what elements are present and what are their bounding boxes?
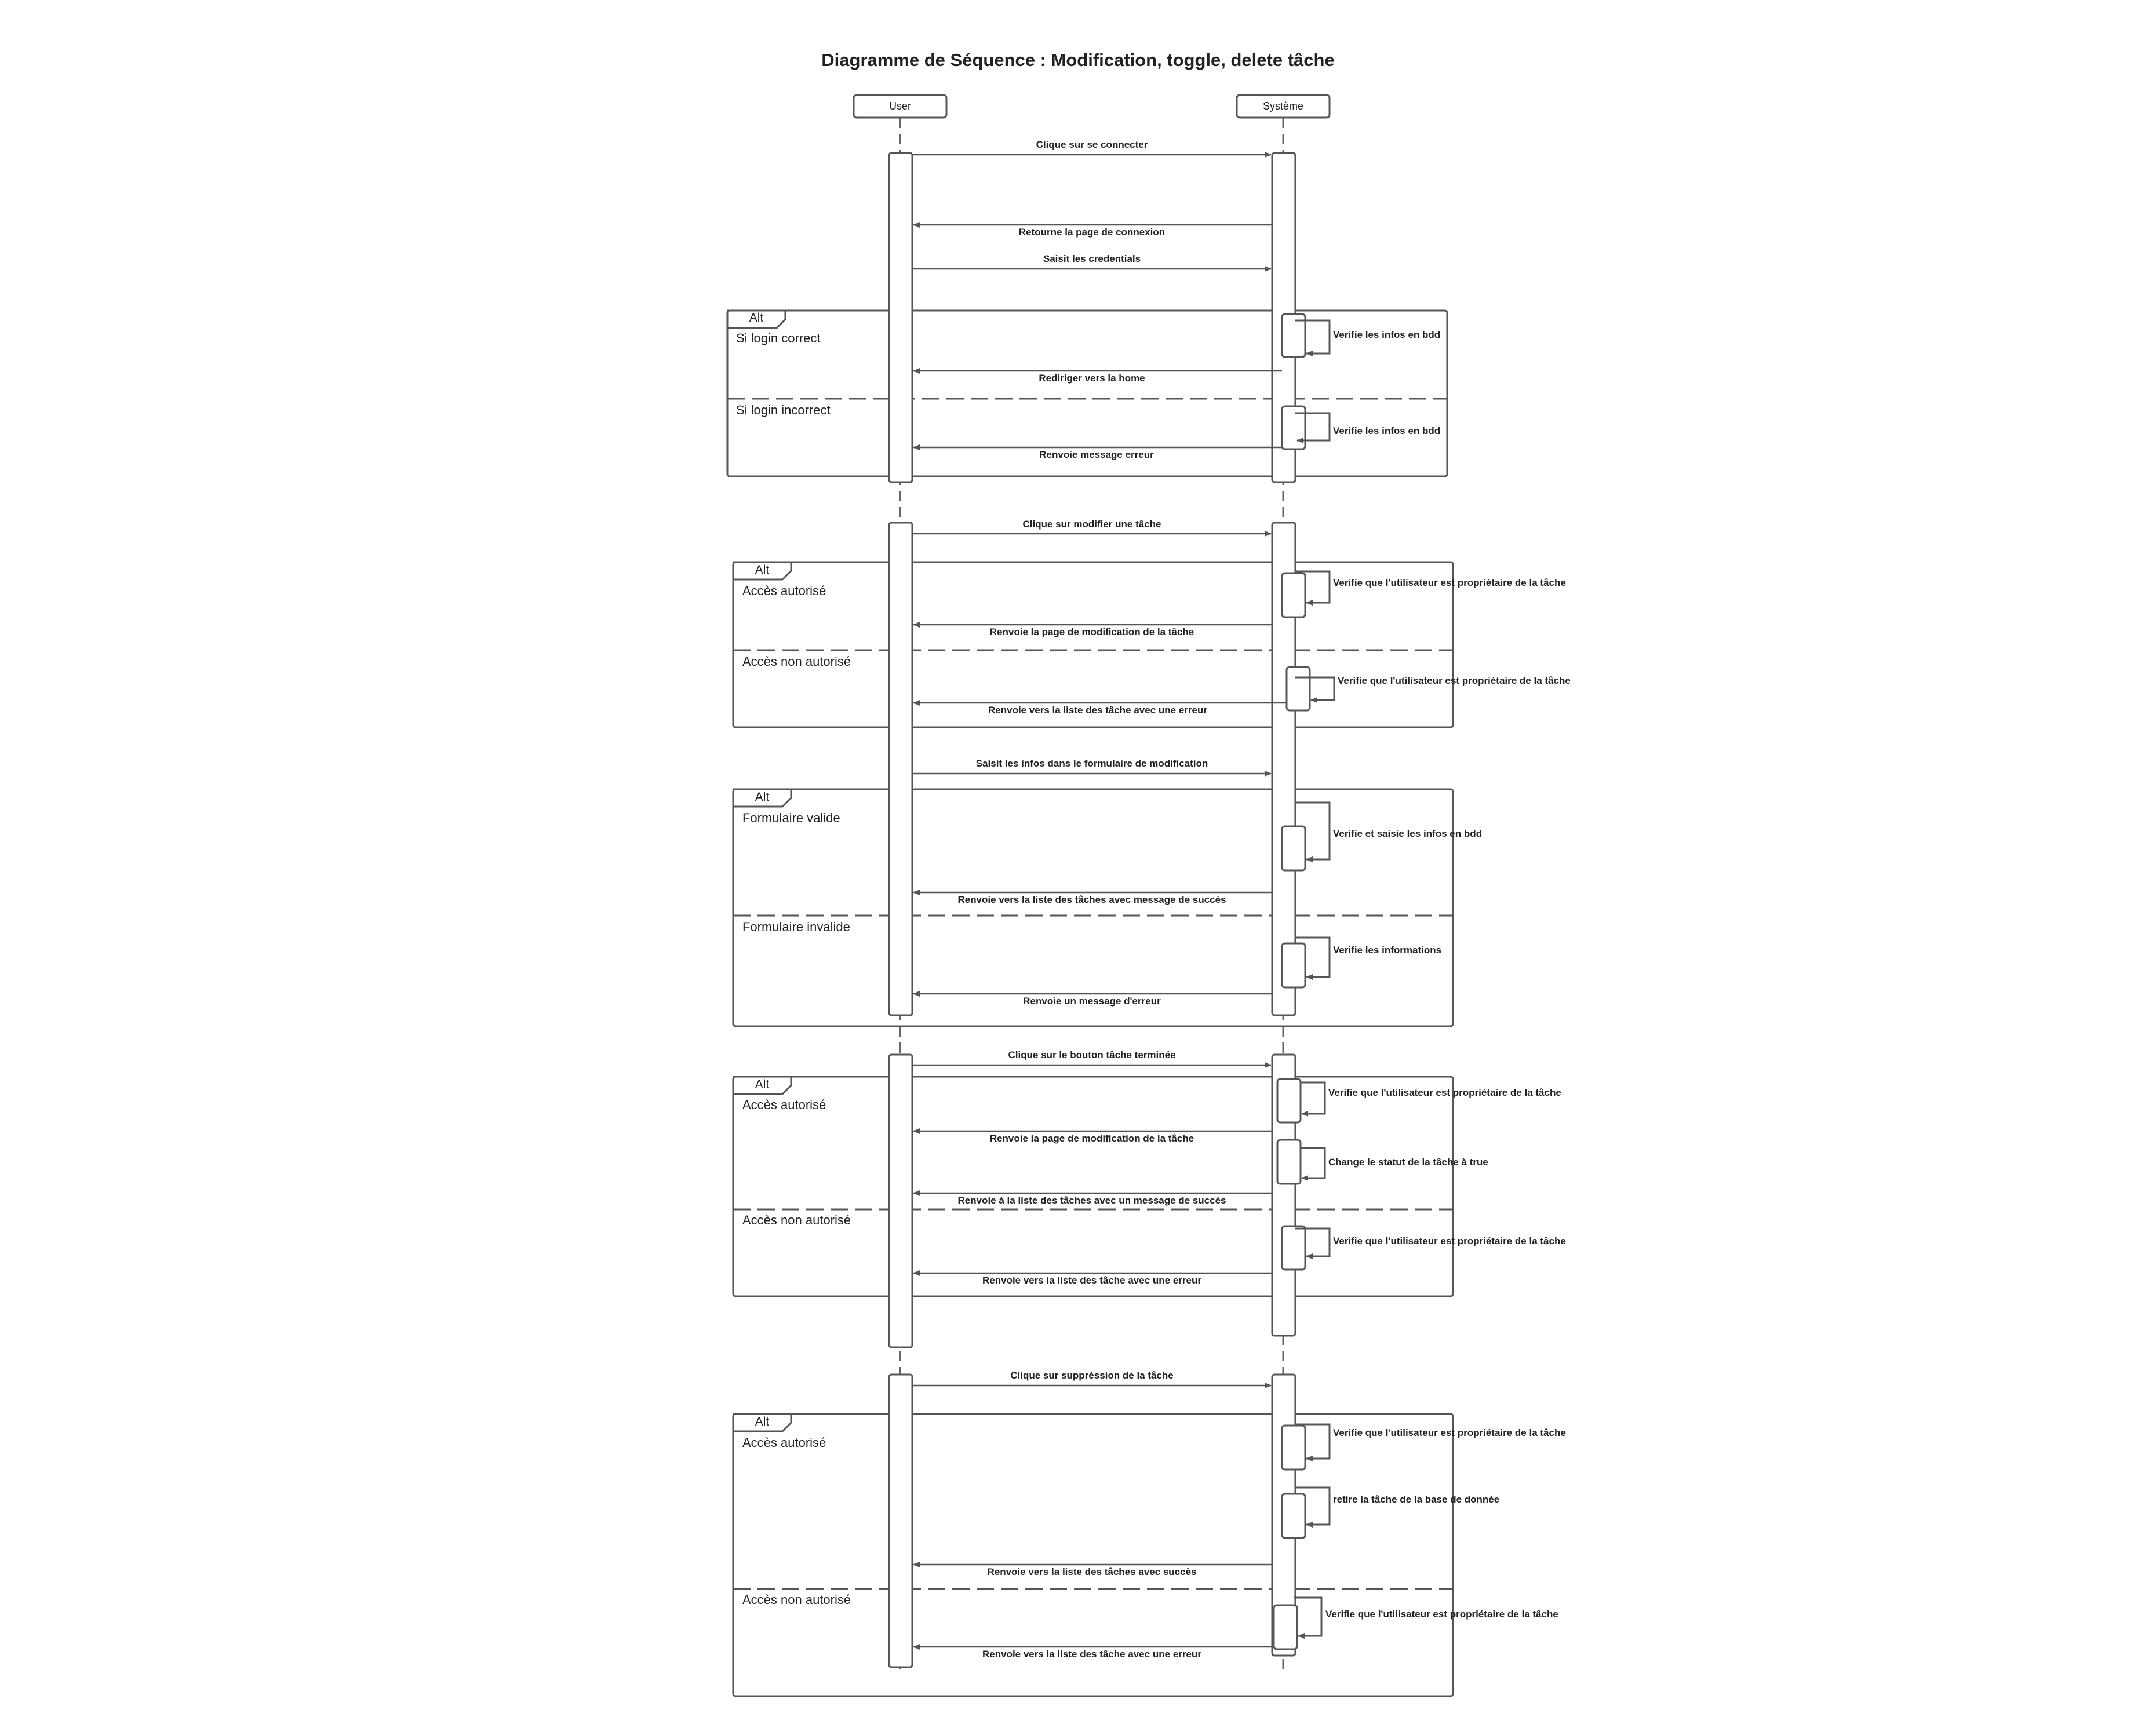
self-call-label: Verifie que l'utilisateur est propriétai… bbox=[1338, 675, 1571, 686]
self-call-label: Verifie les infos en bdd bbox=[1333, 329, 1440, 340]
alt-tag: Alt bbox=[755, 1078, 770, 1091]
alt-fragment-formulaire: Alt Formulaire valide Formulaire invalid… bbox=[732, 788, 1454, 1027]
alt-fragment-acces-modification: Alt Accès autorisé Accès non autorisé bbox=[732, 561, 1454, 728]
message-response: Renvoie vers la liste des tâche avec une… bbox=[913, 1644, 1274, 1660]
guard-acces-non-autorise: Accès non autorisé bbox=[742, 654, 851, 669]
message-response: Renvoie vers la liste des tâche avec une… bbox=[913, 1270, 1272, 1286]
message-label: Renvoie à la liste des tâches avec un me… bbox=[957, 1195, 1226, 1206]
message-label: Renvoie vers la liste des tâche avec une… bbox=[982, 1275, 1201, 1286]
message-response: Renvoie la page de modification de la tâ… bbox=[913, 622, 1272, 637]
participant-user-label: User bbox=[889, 100, 911, 112]
alt-tag: Alt bbox=[755, 563, 770, 577]
message-label: Clique sur se connecter bbox=[1036, 139, 1148, 150]
self-call bbox=[1281, 801, 1331, 872]
guard-acces-non-autorise: Accès non autorisé bbox=[742, 1592, 851, 1607]
message-response: Retourne la page de connexion bbox=[913, 222, 1272, 238]
message-label: Renvoie la page de modification de la tâ… bbox=[990, 626, 1194, 637]
message-label: Clique sur modifier une tâche bbox=[1023, 519, 1161, 530]
self-call-label: retire la tâche de la base de donnée bbox=[1333, 1494, 1499, 1505]
self-call-label: Verifie que l'utilisateur est propriétai… bbox=[1325, 1609, 1558, 1620]
message-label: Renvoie vers la liste des tâche avec une… bbox=[982, 1649, 1201, 1660]
message-request: Clique sur le bouton tâche terminée bbox=[912, 1049, 1272, 1068]
message-label: Clique sur suppréssion de la tâche bbox=[1010, 1370, 1174, 1381]
self-call bbox=[1281, 570, 1331, 618]
message-request: Clique sur se connecter bbox=[912, 139, 1272, 158]
participant-systeme: Système bbox=[1236, 94, 1331, 119]
message-request: Clique sur modifier une tâche bbox=[912, 519, 1272, 537]
self-call bbox=[1281, 313, 1331, 358]
message-label: Renvoie vers la liste des tâches avec me… bbox=[957, 894, 1226, 905]
self-call bbox=[1281, 1423, 1331, 1471]
message-response: Renvoie vers la liste des tâche avec une… bbox=[913, 700, 1287, 716]
guard-formulaire-valide: Formulaire valide bbox=[742, 811, 840, 825]
guard-acces-autorise: Accès autorisé bbox=[742, 1435, 826, 1450]
self-call-label: Verifie que l'utilisateur est propriétai… bbox=[1333, 1427, 1566, 1438]
guard-formulaire-invalide: Formulaire invalide bbox=[742, 920, 850, 934]
self-call bbox=[1285, 666, 1335, 712]
self-call-label: Change le statut de la tâche à true bbox=[1328, 1157, 1488, 1168]
user-activation-bar bbox=[888, 1053, 913, 1348]
message-label: Renvoie un message d'erreur bbox=[1023, 996, 1161, 1007]
self-call bbox=[1281, 405, 1331, 450]
message-request: Saisit les credentials bbox=[912, 253, 1272, 272]
message-response: Renvoie un message d'erreur bbox=[913, 991, 1272, 1007]
guard-acces-non-autorise: Accès non autorisé bbox=[742, 1213, 851, 1227]
systeme-activation-bar bbox=[1271, 522, 1296, 1016]
self-call-label: Verifie et saisie les infos en bdd bbox=[1333, 828, 1482, 839]
self-call bbox=[1281, 936, 1331, 989]
self-call bbox=[1276, 1139, 1326, 1185]
self-call-label: Verifie les infos en bdd bbox=[1333, 425, 1440, 436]
message-response: Renvoie à la liste des tâches avec un me… bbox=[913, 1190, 1272, 1206]
guard-acces-autorise: Accès autorisé bbox=[742, 584, 826, 598]
message-label: Saisit les infos dans le formulaire de m… bbox=[976, 758, 1208, 769]
message-response: Rediriger vers la home bbox=[913, 368, 1282, 384]
self-call bbox=[1273, 1596, 1323, 1650]
message-response: Renvoie message erreur bbox=[913, 444, 1282, 460]
message-label: Saisit les credentials bbox=[1043, 253, 1141, 264]
message-label: Retourne la page de connexion bbox=[1019, 227, 1165, 238]
participant-systeme-label: Système bbox=[1263, 100, 1303, 112]
self-call bbox=[1276, 1078, 1326, 1124]
self-call-label: Verifie que l'utilisateur est propriétai… bbox=[1333, 1235, 1566, 1246]
participant-user: User bbox=[853, 94, 948, 119]
message-request: Saisit les infos dans le formulaire de m… bbox=[912, 758, 1272, 777]
self-call-label: Verifie que l'utilisateur est propriétai… bbox=[1328, 1087, 1561, 1098]
guard-login-correct: Si login correct bbox=[736, 331, 821, 345]
message-label: Renvoie vers la liste des tâches avec su… bbox=[987, 1566, 1196, 1577]
self-call-label: Verifie les informations bbox=[1333, 945, 1441, 956]
guard-login-incorrect: Si login incorrect bbox=[736, 403, 831, 417]
message-request: Clique sur suppréssion de la tâche bbox=[912, 1370, 1272, 1388]
user-activation-bar bbox=[888, 522, 913, 1016]
message-response: Renvoie vers la liste des tâches avec su… bbox=[913, 1562, 1272, 1577]
alt-fragment-acces-toggle: Alt Accès autorisé Accès non autorisé bbox=[732, 1076, 1454, 1297]
message-label: Renvoie vers la liste des tâche avec une… bbox=[988, 705, 1207, 716]
guard-acces-autorise: Accès autorisé bbox=[742, 1098, 826, 1112]
message-label: Clique sur le bouton tâche terminée bbox=[1008, 1049, 1175, 1060]
user-activation-bar bbox=[888, 152, 913, 483]
self-call-label: Verifie que l'utilisateur est propriétai… bbox=[1333, 577, 1566, 588]
message-response: Renvoie vers la liste des tâches avec me… bbox=[913, 890, 1272, 905]
alt-fragment-login: Alt Si login correct Si login incorrect bbox=[726, 309, 1448, 477]
message-label: Rediriger vers la home bbox=[1039, 373, 1145, 384]
message-response: Renvoie la page de modification de la tâ… bbox=[913, 1128, 1272, 1144]
diagram-title: Diagramme de Séquence : Modification, to… bbox=[821, 50, 1334, 70]
alt-tag: Alt bbox=[749, 311, 764, 325]
user-activation-bar bbox=[888, 1373, 913, 1668]
alt-fragment-acces-suppression: Alt Accès autorisé Accès non autorisé bbox=[732, 1413, 1454, 1697]
self-call bbox=[1281, 1486, 1331, 1539]
alt-tag: Alt bbox=[755, 790, 770, 804]
alt-tag: Alt bbox=[755, 1415, 770, 1428]
self-call bbox=[1281, 1225, 1331, 1271]
message-label: Renvoie message erreur bbox=[1039, 449, 1154, 460]
message-label: Renvoie la page de modification de la tâ… bbox=[990, 1133, 1194, 1144]
